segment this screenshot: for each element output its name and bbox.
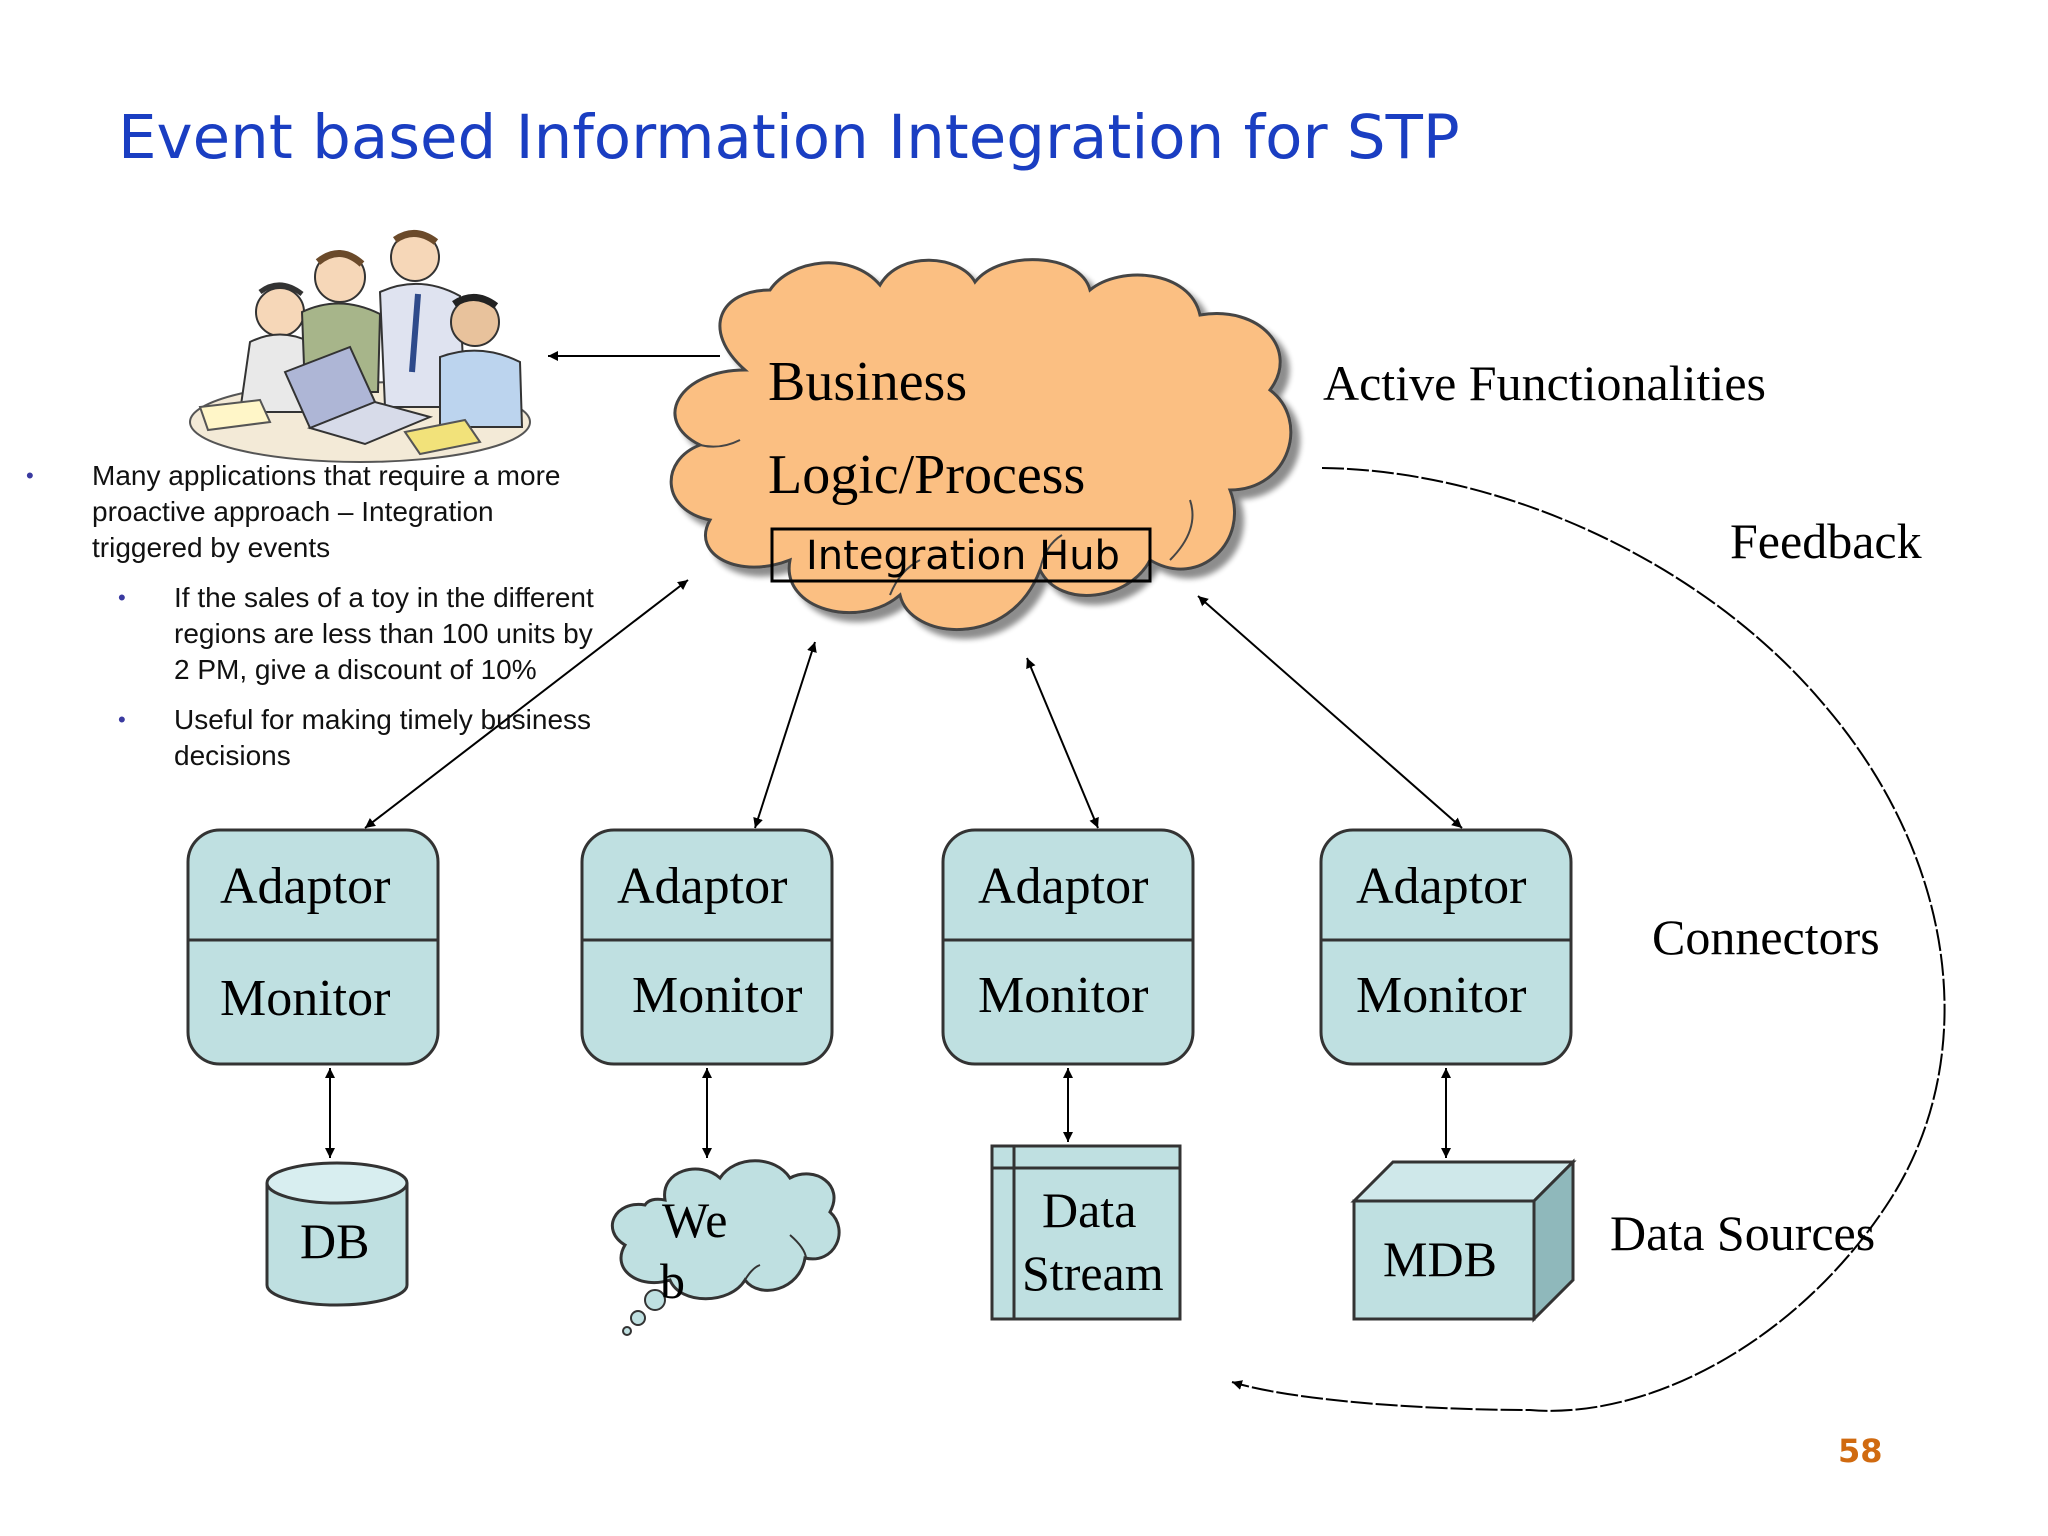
arrow-hub-connector-3: [1026, 657, 1099, 829]
arrow-hub-connector-1: [364, 579, 689, 829]
feedback-arrow: [1231, 467, 1946, 1412]
slide-title: Event based Information Integration for …: [118, 102, 1460, 173]
integration-hub-label: Integration Hub: [806, 533, 1120, 579]
adaptor-label: Adaptor: [978, 858, 1148, 915]
connector-4: Adaptor Monitor: [1319, 828, 1573, 1066]
arrow-hub-connector-4: [1197, 595, 1463, 829]
mdb-label: MDB: [1383, 1231, 1497, 1287]
business-logic-cloud: [669, 258, 1293, 631]
integration-hub-box: [770, 527, 1152, 583]
label-feedback: Feedback: [1730, 513, 1922, 569]
cloud-label-logic-process: Logic/Process: [768, 444, 1085, 506]
data-stream-table-icon: [990, 1144, 1182, 1321]
connector-2: Adaptor Monitor: [580, 828, 834, 1066]
bullet-main-text: Many applications that require a more pr…: [92, 460, 561, 563]
people-at-laptop-icon: [189, 230, 531, 463]
bullet-dot-icon: •: [26, 463, 34, 488]
adaptor-label: Adaptor: [1356, 858, 1526, 915]
connector-1: Adaptor Monitor: [186, 828, 440, 1066]
bullet-dot-icon: •: [118, 707, 126, 732]
mdb-cube-icon: [1350, 1158, 1577, 1323]
page-number: 58: [1838, 1432, 1883, 1470]
label-connectors: Connectors: [1652, 909, 1880, 965]
connector-3: Adaptor Monitor: [941, 828, 1195, 1066]
bullet-sub-2: • Useful for making timely business deci…: [24, 702, 614, 774]
bullet-main: • Many applications that require a more …: [24, 458, 572, 566]
arrow-hub-connector-2: [753, 641, 817, 829]
label-data-sources: Data Sources: [1610, 1205, 1875, 1261]
monitor-label: Monitor: [978, 967, 1148, 1024]
bullet-sub-2-text: Useful for making timely business decisi…: [174, 704, 592, 771]
bullet-list: • Many applications that require a more …: [24, 458, 664, 788]
web-cloud-icon: [611, 1159, 841, 1336]
label-active-functionalities: Active Functionalities: [1323, 355, 1766, 411]
bullet-sub-1-text: If the sales of a toy in the different r…: [174, 582, 594, 685]
bullet-dot-icon: •: [118, 585, 126, 610]
db-cylinder-icon: [265, 1161, 409, 1307]
monitor-label: Monitor: [220, 970, 390, 1027]
web-label-line1: We: [662, 1192, 727, 1248]
monitor-label: Monitor: [1356, 967, 1526, 1024]
monitor-label: Monitor: [632, 967, 802, 1024]
data-stream-label-line1: Data: [1042, 1182, 1136, 1238]
data-stream-label-line2: Stream: [1022, 1245, 1164, 1301]
cloud-label-business: Business: [768, 351, 967, 413]
adaptor-label: Adaptor: [220, 858, 390, 915]
db-label: DB: [300, 1213, 369, 1269]
adaptor-label: Adaptor: [617, 858, 787, 915]
web-label-line2: b: [660, 1253, 685, 1309]
bullet-sub-1: • If the sales of a toy in the different…: [24, 580, 614, 688]
